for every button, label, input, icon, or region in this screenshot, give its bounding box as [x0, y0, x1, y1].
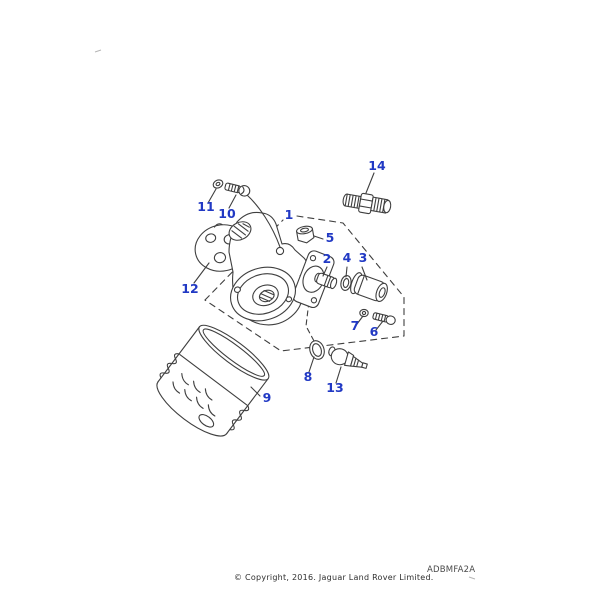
part-3-valve-sleeve	[350, 272, 388, 303]
callout-2: 2	[323, 251, 332, 266]
callout-5: 5	[326, 230, 335, 245]
part-5-hex-plug	[296, 225, 315, 244]
housing-front-flange	[230, 266, 296, 322]
corner-mark-bottom-right	[468, 576, 476, 580]
copyright-text: © Copyright, 2016. Jaguar Land Rover Lim…	[234, 573, 434, 582]
callout-14: 14	[368, 158, 386, 173]
callout-10: 10	[218, 206, 236, 221]
callout-3: 3	[359, 250, 368, 265]
line-art-layer	[156, 172, 405, 437]
filter-head-housing	[228, 194, 335, 326]
part-9-oil-filter	[156, 324, 270, 437]
callout-12: 12	[181, 281, 198, 296]
corner-mark-top-left	[94, 49, 102, 53]
callout-leader-lines	[193, 172, 384, 397]
callout-4: 4	[343, 250, 352, 265]
part-2-valve-piston	[314, 272, 338, 290]
callout-6: 6	[370, 324, 379, 339]
part-13-pressure-switch	[328, 346, 368, 369]
callout-11: 11	[197, 199, 214, 214]
part-14-adapter	[342, 192, 392, 215]
part-11-washer	[212, 179, 224, 189]
callout-7: 7	[351, 318, 360, 333]
part-8-seal-washer	[309, 340, 325, 360]
housing-inlet-boss	[228, 221, 252, 241]
housing-mount-face	[292, 250, 335, 309]
callout-13: 13	[326, 380, 343, 395]
callout-labels: 1 2 3 4 5 6 7 8 9 10 11 12 13 14	[181, 158, 386, 405]
callout-8: 8	[304, 369, 313, 384]
part-6-bolt	[372, 312, 396, 325]
bolt-path-curve	[246, 194, 281, 248]
part-4-ring	[340, 275, 352, 291]
figure-code: ADBMFA2A	[427, 565, 476, 575]
callout-1: 1	[285, 207, 294, 222]
callout-9: 9	[263, 390, 272, 405]
housing-eyelet	[275, 246, 285, 256]
part-7-washer	[359, 308, 369, 318]
page-corner-marks	[94, 49, 476, 580]
part-10-bolt	[224, 182, 251, 197]
